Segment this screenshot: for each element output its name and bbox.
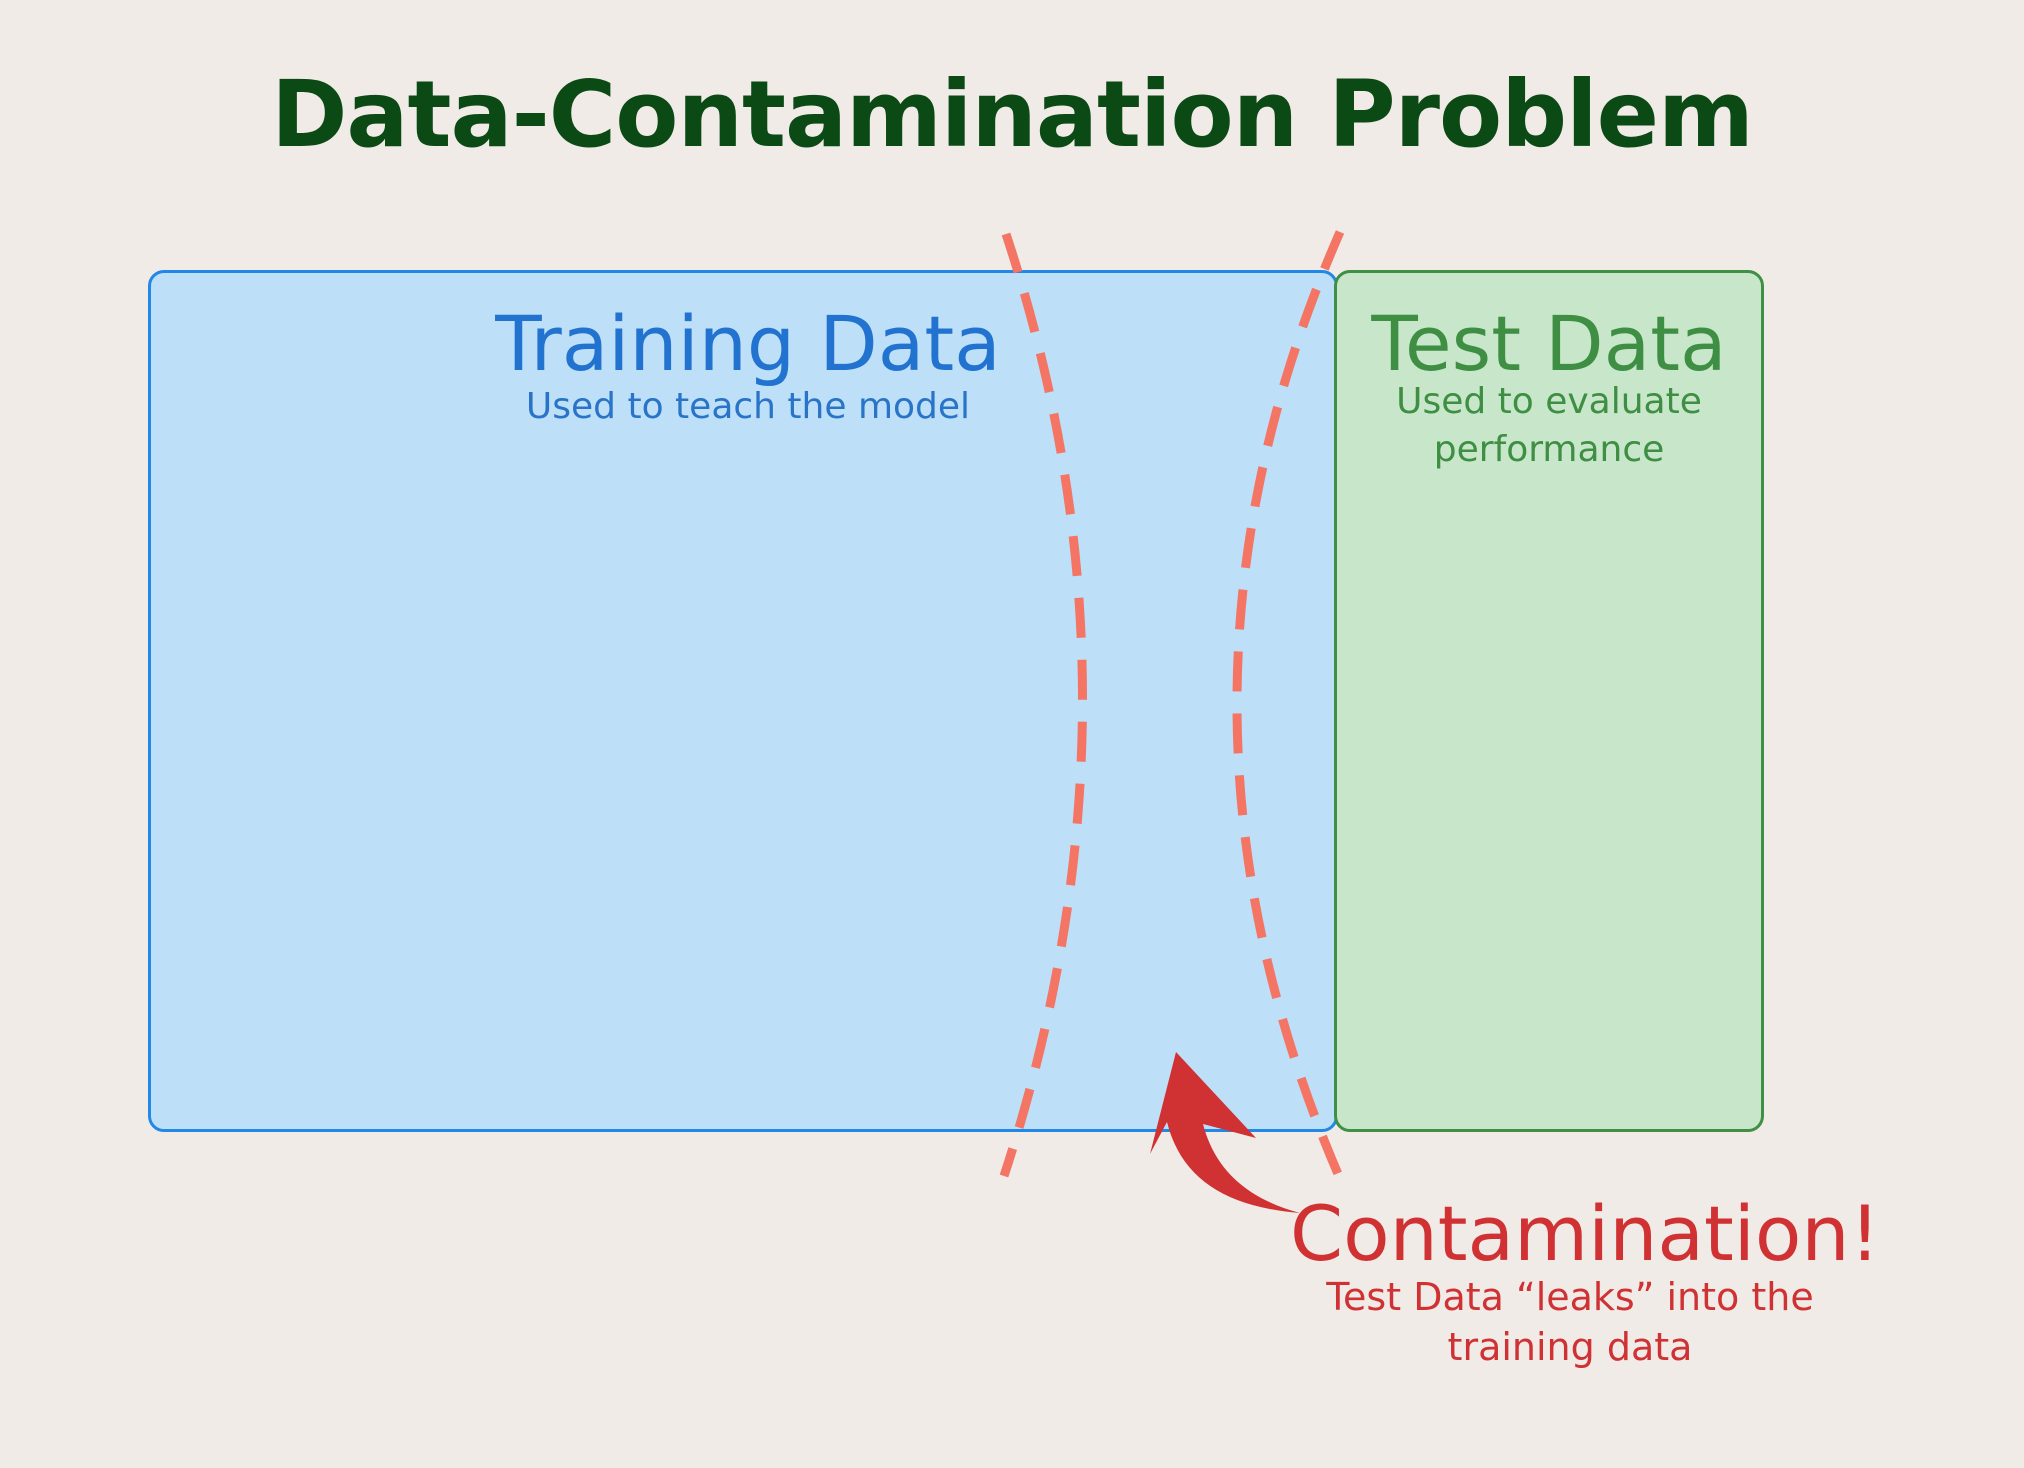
training-data-heading: Training Data	[495, 299, 1001, 388]
test-data-subtitle: Used to evaluate performance	[1396, 381, 1702, 470]
test-data-heading: Test Data	[1371, 299, 1727, 388]
contamination-subtitle: Test Data “leaks” into the training data	[1326, 1275, 1814, 1370]
page-title: Data-Contamination Problem	[271, 61, 1754, 168]
training-data-subtitle: Used to teach the model	[525, 386, 971, 427]
test-data-box	[1334, 270, 1764, 1132]
contamination-heading: Contamination!	[1290, 1189, 1881, 1278]
training-data-box	[148, 270, 1338, 1132]
